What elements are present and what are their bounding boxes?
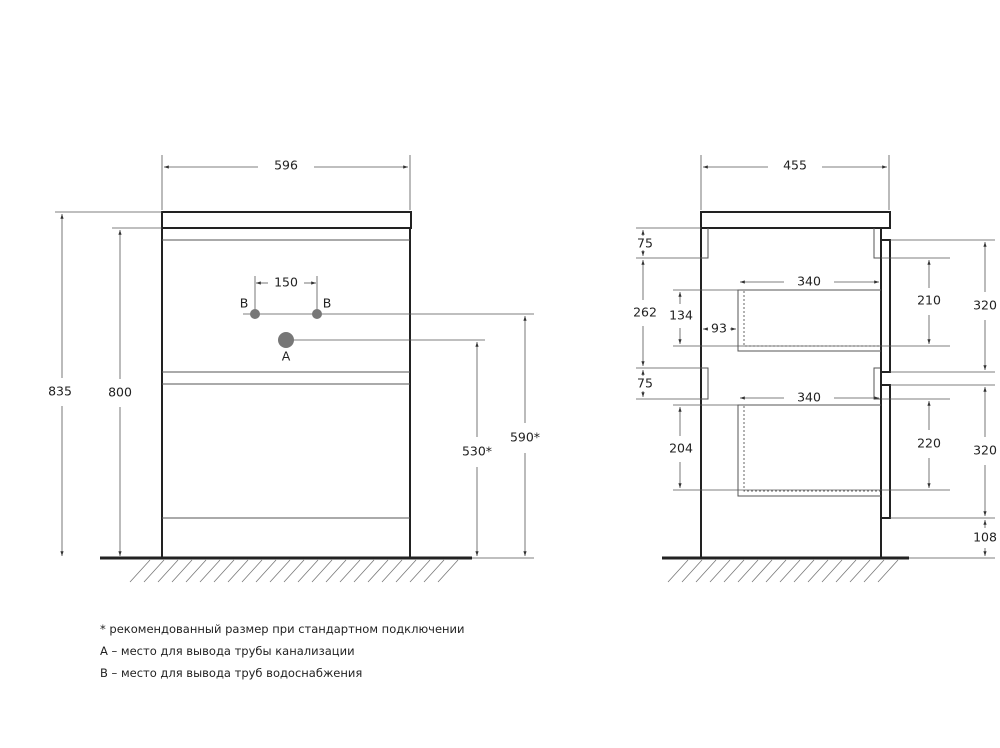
supply-pipe-right-icon: [312, 309, 322, 319]
hatch-line: [311, 559, 333, 583]
dim-drawer1-depth: 340: [797, 274, 821, 289]
dim-depth: 455: [783, 158, 807, 173]
dim-front1-height: 320: [973, 298, 997, 313]
hatch-line: [737, 559, 759, 583]
hatch-line: [849, 559, 871, 583]
hatch-line: [297, 559, 319, 583]
hatch-line: [325, 559, 347, 583]
dim-leg-height: 108: [973, 530, 997, 545]
hatch-line: [779, 559, 801, 583]
hatch-line: [821, 559, 843, 583]
hatch-line: [667, 559, 689, 583]
hatch-line: [227, 559, 249, 583]
side-view: 455 75 262 75 134 204 93 340 340 210 220: [633, 155, 997, 583]
countertop-side: [700, 211, 891, 229]
hatch-line: [395, 559, 417, 583]
dim-rail-top: 75: [637, 236, 653, 251]
countertop: [161, 211, 412, 229]
hatch-line: [339, 559, 361, 583]
hatch-line: [437, 559, 459, 583]
floor-hatching-side: [667, 559, 899, 583]
dim-rail-mid: 75: [637, 376, 653, 391]
dim-drawer2-depth: 340: [797, 390, 821, 405]
drawer-lines: [162, 239, 410, 519]
hatch-line: [423, 559, 445, 583]
rails: [701, 228, 881, 400]
dim-drawer1-inner: 134: [669, 308, 693, 323]
drawer-front-upper: [880, 239, 891, 373]
hatch-line: [199, 559, 221, 583]
dim-total-height: 835: [48, 384, 72, 399]
dim-drawer2-height: 220: [917, 436, 941, 451]
hatch-line: [185, 559, 207, 583]
dim-front2-height: 320: [973, 443, 997, 458]
hatch-line: [381, 559, 403, 583]
label-b-right: B: [323, 296, 332, 311]
hatch-line: [835, 559, 857, 583]
cabinet-sides: [161, 228, 411, 558]
hatch-line: [213, 559, 235, 583]
dim-drain-height: 530*: [462, 444, 492, 459]
drain-pipe-icon: [278, 332, 294, 348]
hatch-line: [807, 559, 829, 583]
hatch-line: [723, 559, 745, 583]
hatch-line: [283, 559, 305, 583]
hatch-line: [367, 559, 389, 583]
drawer-front-lower: [880, 384, 891, 519]
hatch-line: [129, 559, 151, 583]
dim-pipe-spacing: 150: [274, 275, 298, 290]
hatch-line: [353, 559, 375, 583]
drawer-box-upper: [737, 289, 881, 352]
supply-pipe-left-icon: [250, 309, 260, 319]
hatch-line: [765, 559, 787, 583]
hatch-line: [157, 559, 179, 583]
note-recommended: * рекомендованный размер при стандартном…: [100, 622, 465, 636]
hatch-line: [241, 559, 263, 583]
dim-supply-height: 590*: [510, 430, 540, 445]
hatch-line: [171, 559, 193, 583]
label-b-left: B: [240, 296, 249, 311]
dim-gap-upper: 262: [633, 305, 657, 320]
floor-hatching: [129, 559, 459, 583]
hatch-line: [681, 559, 703, 583]
note-b: B – место для вывода труб водоснабжения: [100, 666, 363, 680]
dim-width: 596: [274, 158, 298, 173]
hatch-line: [143, 559, 165, 583]
hatch-line: [877, 559, 899, 583]
hatch-line: [409, 559, 431, 583]
hatch-line: [793, 559, 815, 583]
dim-drawer-offset: 93: [711, 321, 727, 336]
drawer-box-lower: [737, 404, 881, 497]
front-view: 596 835 800 150 B B A 530* 590*: [48, 155, 540, 583]
cabinet-side-walls: [700, 228, 882, 558]
hatch-line: [751, 559, 773, 583]
dim-drawer1-height: 210: [917, 293, 941, 308]
hatch-line: [709, 559, 731, 583]
dim-body-height: 800: [108, 385, 132, 400]
hatch-line: [269, 559, 291, 583]
hatch-line: [255, 559, 277, 583]
dim-drawer2-inner: 204: [669, 441, 693, 456]
hatch-line: [863, 559, 885, 583]
hatch-line: [695, 559, 717, 583]
label-a: A: [282, 349, 291, 364]
note-a: A – место для вывода трубы канализации: [100, 644, 355, 658]
